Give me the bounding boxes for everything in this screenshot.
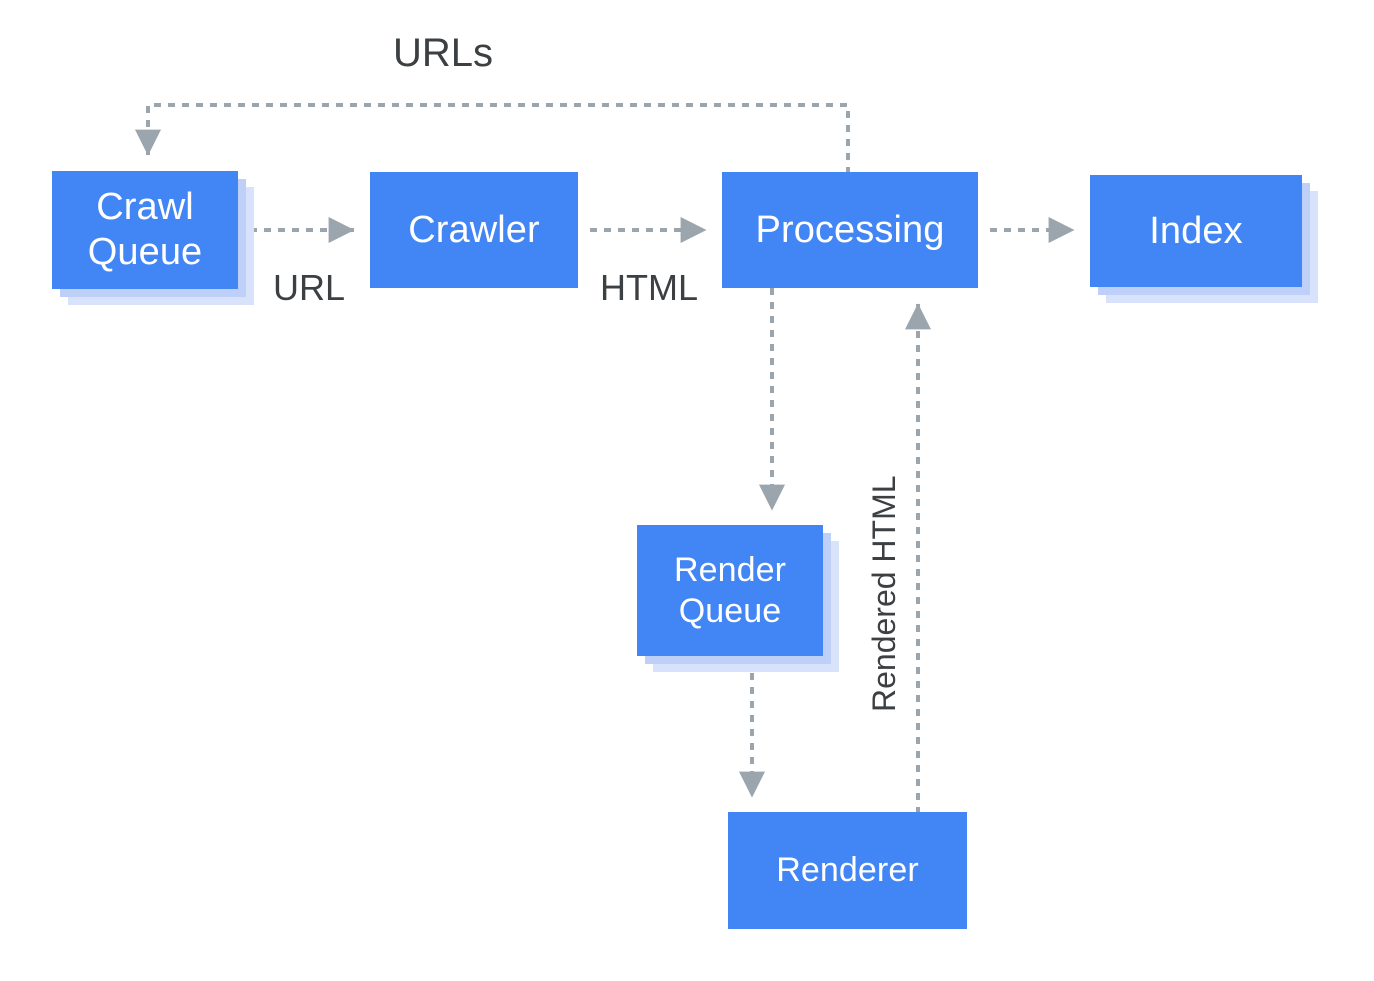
edge-label-urls: URLs [393, 31, 494, 75]
node-crawler[interactable]: Crawler [370, 172, 578, 288]
crawl-queue-label: Crawl Queue [52, 171, 238, 289]
crawler-label: Crawler [370, 172, 578, 288]
edge-label-url: URL [273, 267, 346, 308]
edge-processing-to-crawl-queue [135, 103, 850, 174]
node-crawl-queue[interactable]: Crawl Queue [52, 171, 254, 305]
node-index[interactable]: Index [1090, 175, 1318, 303]
node-processing[interactable]: Processing [722, 172, 978, 288]
renderer-label: Renderer [728, 812, 967, 929]
node-renderer[interactable]: Renderer [728, 812, 967, 929]
edge-label-html: HTML [600, 267, 698, 308]
edge-label-rendered-html: Rendered HTML [866, 475, 902, 712]
index-label: Index [1090, 175, 1302, 287]
processing-label: Processing [722, 172, 978, 288]
node-render-queue[interactable]: Render Queue [637, 525, 839, 672]
render-queue-label: Render Queue [637, 525, 823, 656]
